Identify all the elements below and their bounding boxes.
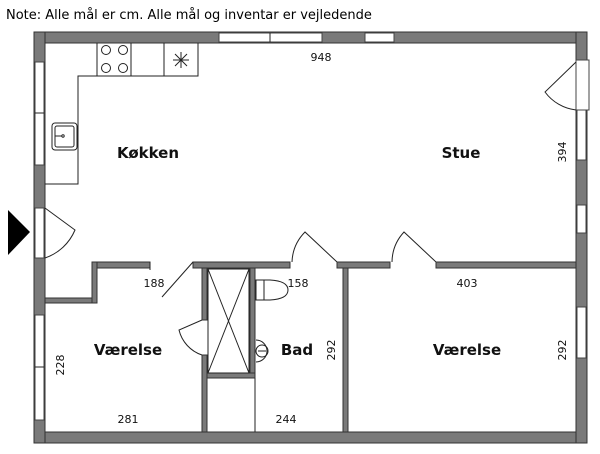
plan-note: Note: Alle mål er cm. Alle mål og invent… — [6, 8, 372, 23]
dim-total-width: 948 — [311, 51, 332, 64]
doors — [44, 61, 577, 356]
window-right-2 — [576, 204, 587, 234]
dim-bedroom-left-depth: 228 — [54, 355, 67, 376]
room-label-kitchen: Køkken — [117, 144, 179, 162]
bath-sink-icon — [255, 339, 269, 363]
fan-icon — [173, 52, 189, 68]
room-label-bath: Bad — [281, 341, 313, 359]
dim-bath-depth: 292 — [325, 340, 338, 361]
dim-bedroom-left-width: 281 — [118, 413, 139, 426]
interior-walls — [44, 261, 577, 433]
dim-bath-width: 244 — [276, 413, 297, 426]
entry-arrow-icon — [8, 210, 30, 255]
dim-bedroom-right-depth: 292 — [556, 340, 569, 361]
entry-door-opening — [34, 207, 45, 259]
terrace-door-opening — [575, 59, 590, 111]
dim-living-depth: 394 — [556, 142, 569, 163]
window-right-1 — [576, 107, 587, 161]
dim-hall-158: 158 — [288, 277, 309, 290]
dim-hall-188: 188 — [144, 277, 165, 290]
window-top-2 — [364, 32, 395, 43]
room-label-bedroom-left: Værelse — [94, 341, 162, 359]
room-label-living: Stue — [442, 144, 481, 162]
windows — [34, 32, 587, 421]
kitchen-counter — [45, 43, 199, 185]
room-label-bedroom-right: Værelse — [433, 341, 501, 359]
kitchen-sink-icon — [51, 122, 78, 151]
stove-icon — [101, 45, 128, 73]
dim-bedroom-right-width: 403 — [457, 277, 478, 290]
toilet-icon — [255, 279, 289, 301]
shower-icon — [207, 268, 250, 374]
window-right-3 — [576, 306, 587, 359]
